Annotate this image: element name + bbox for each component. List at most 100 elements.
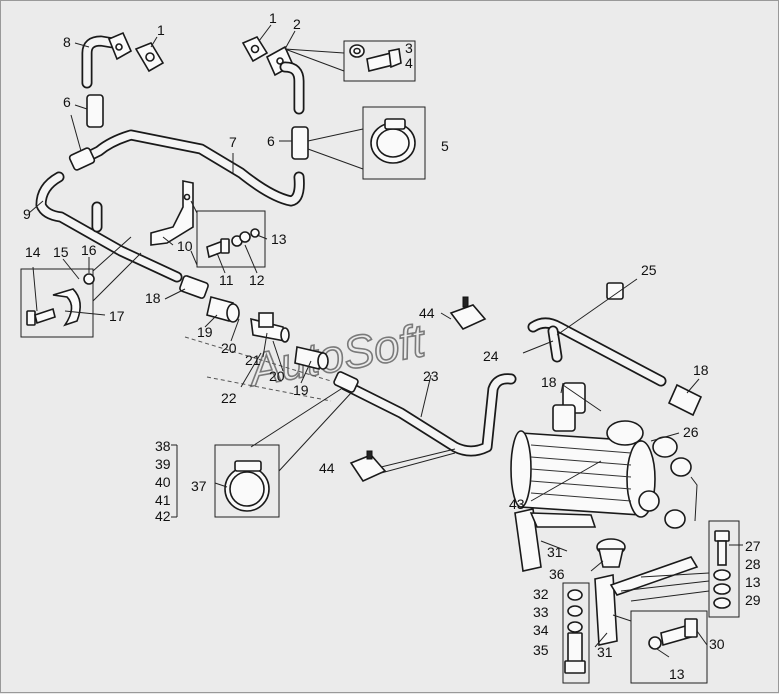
- label-1b: 1: [269, 10, 277, 26]
- box-30: [630, 610, 708, 684]
- label-18b: 18: [541, 374, 557, 390]
- sleeves-18-mid: [552, 382, 586, 432]
- box-27-29: [708, 520, 740, 618]
- pipe-7: [68, 129, 305, 207]
- bracket-31-left: [514, 508, 597, 572]
- callout-labels: 8 1 1 2 3 4 5 6 6 7 9 10 11 12 13 14 15 …: [23, 10, 761, 682]
- label-13a: 13: [271, 231, 287, 247]
- label-1a: 1: [157, 22, 165, 38]
- washer-12: [231, 231, 251, 247]
- label-14: 14: [25, 244, 41, 260]
- fitting-19: [206, 296, 240, 323]
- plug-25: [606, 282, 624, 300]
- label-39: 39: [155, 456, 171, 472]
- label-34: 34: [533, 622, 549, 638]
- label-31b: 31: [597, 644, 613, 660]
- label-29: 29: [745, 592, 761, 608]
- label-40: 40: [155, 474, 171, 490]
- clip-44-lower: [349, 450, 387, 483]
- box-37: [214, 444, 280, 518]
- label-19b: 19: [293, 382, 309, 398]
- bracket-10: [150, 180, 194, 246]
- dash-lines: [184, 336, 332, 402]
- label-11: 11: [219, 272, 234, 288]
- cup-36: [596, 538, 626, 568]
- label-20a: 20: [221, 340, 237, 356]
- label-38: 38: [155, 438, 171, 454]
- label-32: 32: [533, 586, 549, 602]
- label-42: 42: [155, 508, 171, 524]
- label-6a: 6: [63, 94, 71, 110]
- label-44a: 44: [419, 305, 435, 321]
- sleeve-6-right: [291, 126, 309, 160]
- label-23: 23: [423, 368, 439, 384]
- label-2: 2: [293, 16, 301, 32]
- label-24: 24: [483, 348, 499, 364]
- label-30: 30: [709, 636, 725, 652]
- nut-16: [83, 273, 95, 285]
- clamp-37: [224, 460, 270, 512]
- label-28: 28: [745, 556, 761, 572]
- bolt-14: [26, 307, 56, 326]
- clip-17: [52, 288, 81, 327]
- label-3: 3: [405, 40, 413, 56]
- label-33: 33: [533, 604, 549, 620]
- clamp-5: [370, 118, 416, 164]
- label-37: 37: [191, 478, 207, 494]
- label-44b: 44: [319, 460, 335, 476]
- fasteners-32-35: [564, 589, 586, 674]
- label-16: 16: [81, 242, 97, 258]
- sleeve-6-left: [86, 94, 104, 128]
- bolt-11: [206, 238, 230, 259]
- box-3-4: [343, 40, 416, 82]
- sleeve-18-right: [667, 383, 703, 417]
- label-7: 7: [229, 134, 237, 150]
- label-5: 5: [441, 138, 449, 154]
- pipe-23: [333, 371, 517, 457]
- box-14-17: [20, 268, 94, 338]
- box-11-12-13: [196, 210, 266, 268]
- label-36: 36: [549, 566, 565, 582]
- label-21: 21: [245, 352, 261, 368]
- gasket-right: [241, 35, 269, 63]
- elbow-pipe-left: [81, 31, 133, 89]
- label-13c: 13: [669, 666, 685, 682]
- label-19a: 19: [197, 324, 213, 340]
- clip-44-upper: [449, 296, 487, 330]
- label-15: 15: [53, 244, 69, 260]
- bracket-38-42: [171, 444, 178, 518]
- elbow-pipe-right: [265, 45, 305, 115]
- label-43: 43: [509, 496, 525, 512]
- label-25: 25: [641, 262, 657, 278]
- label-10: 10: [177, 238, 193, 254]
- pipe-24: [527, 317, 667, 387]
- bolt-4: [366, 48, 402, 72]
- label-18c: 18: [693, 362, 709, 378]
- label-22: 22: [221, 390, 237, 406]
- box-5: [362, 106, 426, 180]
- label-8: 8: [63, 34, 71, 50]
- fitting-19b: [294, 346, 329, 370]
- pipe-9: [35, 171, 183, 283]
- label-41: 41: [155, 492, 171, 508]
- label-4: 4: [405, 55, 413, 71]
- label-13b: 13: [745, 574, 761, 590]
- gasket-left: [134, 42, 165, 73]
- label-12: 12: [249, 272, 265, 288]
- label-9: 9: [23, 206, 31, 222]
- label-35: 35: [533, 642, 549, 658]
- bolt-30: [648, 618, 698, 650]
- label-27: 27: [745, 538, 761, 554]
- label-31a: 31: [547, 544, 563, 560]
- label-6b: 6: [267, 133, 275, 149]
- label-20b: 20: [269, 368, 285, 384]
- fasteners-27-29: [713, 530, 731, 609]
- tee-21: [250, 312, 290, 343]
- label-18a: 18: [145, 290, 161, 306]
- label-26: 26: [683, 424, 699, 440]
- washer-3: [349, 44, 365, 58]
- sleeve-18-left: [179, 275, 209, 299]
- leader-lines: [28, 24, 743, 658]
